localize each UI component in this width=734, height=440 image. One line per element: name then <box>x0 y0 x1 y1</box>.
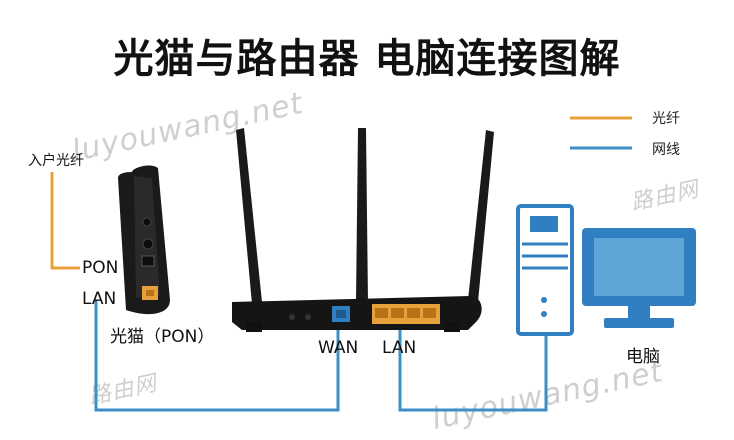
modem-pon-port <box>141 255 155 267</box>
modem-port-round-1 <box>142 217 152 227</box>
modem-port-round-2 <box>142 238 154 250</box>
fiber-line <box>50 172 80 270</box>
router <box>232 296 482 332</box>
router-antennas <box>236 128 494 304</box>
router-reset-button <box>305 314 311 320</box>
legend-fiber-label: 光纤 <box>652 111 680 127</box>
legend-cable-label: 网线 <box>652 142 680 158</box>
cable-modem-to-wan <box>94 300 340 412</box>
cable-lan-to-pc <box>398 328 548 412</box>
wan-label: WAN <box>318 338 359 358</box>
optical-modem <box>118 165 170 315</box>
router-lan-label: LAN <box>382 338 417 358</box>
router-power-button <box>289 314 295 320</box>
pc-tower <box>516 204 574 336</box>
page-title: 光猫与路由器 电脑连接图解 <box>113 36 621 82</box>
pon-label: PON <box>82 258 119 278</box>
fiber-in-label: 入户光纤 <box>28 153 84 169</box>
pc-monitor <box>582 228 696 328</box>
modem-lan-label: LAN <box>82 289 117 309</box>
pc-label: 电脑 <box>626 347 660 367</box>
modem-name-label: 光猫（PON） <box>110 327 215 347</box>
